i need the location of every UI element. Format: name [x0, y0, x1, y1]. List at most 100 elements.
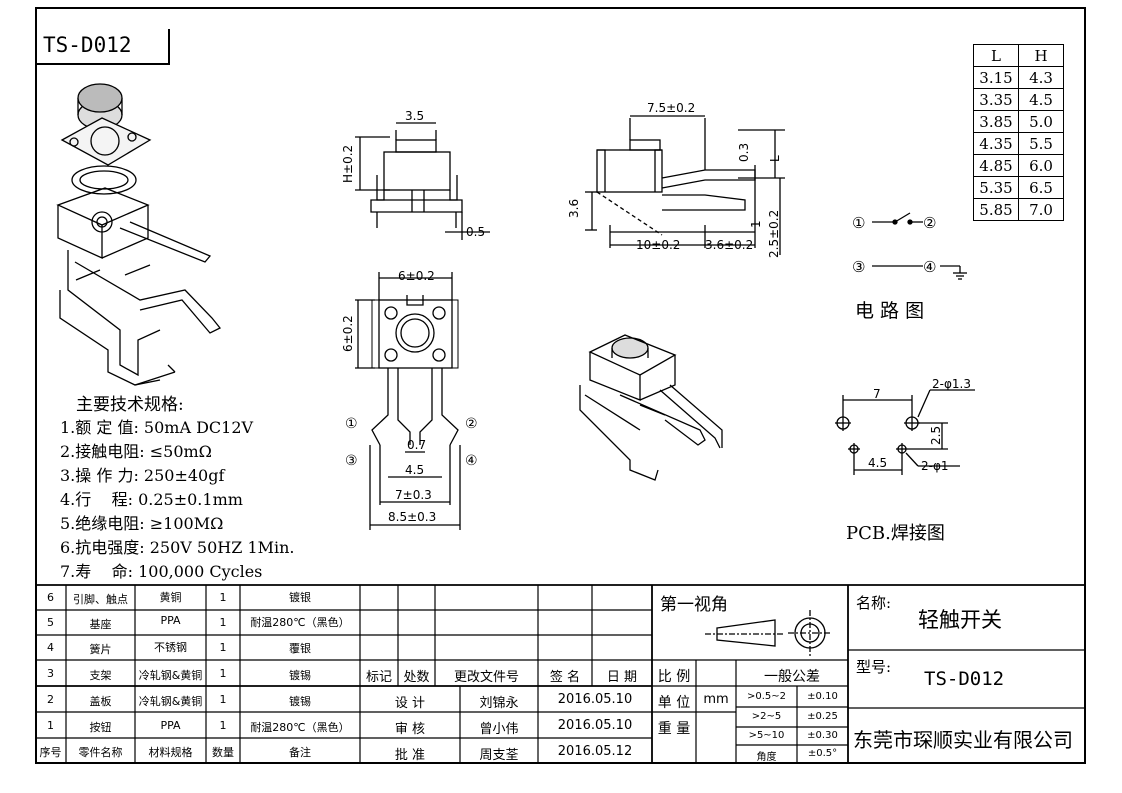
tolerance-title: 一般公差: [764, 669, 820, 685]
pcb-title: PCB.焊接图: [846, 523, 945, 544]
bom-no: 2: [47, 693, 54, 706]
name-value: 轻触开关: [918, 608, 1002, 632]
lh-header-h: H: [1018, 44, 1064, 67]
spec-item: 1.额 定 值: 50mA DC12V: [60, 418, 254, 437]
pcb-hole-big: 2-φ1.3: [932, 377, 971, 391]
company-name: 东莞市琛顺实业有限公司: [853, 728, 1073, 752]
table-row: L H: [973, 44, 1064, 67]
pcb-dim-45: 4.5: [868, 456, 887, 470]
dim-side-03: 0.3: [737, 143, 751, 162]
dim-h: H±0.2: [341, 145, 355, 183]
lh-cell: 5.5: [1018, 132, 1064, 155]
pin-label-2: ②: [465, 416, 478, 432]
pcb-dim-25: 2.5: [929, 426, 943, 445]
bom-no: 4: [47, 641, 54, 654]
circuit-diagram: [872, 212, 967, 280]
circuit-title: 电 路 图: [855, 300, 925, 322]
side-view: [585, 115, 785, 255]
bom-header-qty: 数量: [212, 746, 234, 759]
spec-item: 3.操 作 力: 250±40gf: [60, 466, 225, 485]
unit-label: 单 位: [657, 695, 691, 711]
name-label: 名称:: [856, 594, 892, 612]
bom-no: 3: [47, 667, 54, 680]
bom-note: 镀锡: [289, 695, 311, 708]
lh-cell: 6.0: [1018, 154, 1064, 177]
model-box: TS-D012: [35, 29, 170, 65]
bom-header-name: 零件名称: [78, 746, 123, 759]
pin-label-1: ①: [345, 416, 358, 432]
tol-range: >5~10: [748, 730, 785, 741]
rev-role: 设 计: [394, 696, 426, 711]
circuit-pin-2: ②: [923, 214, 936, 232]
spec-item: 5.绝缘电阻: ≥100MΩ: [60, 514, 224, 533]
bom-name: 引脚、触点: [73, 593, 128, 606]
bom-no: 6: [47, 591, 54, 604]
bom-mat: PPA: [160, 719, 181, 732]
isometric-view: [579, 334, 723, 481]
lh-cell: 4.3: [1018, 66, 1064, 89]
dim-side-36: 3.6: [567, 199, 581, 218]
dim-side-36b: 3.6±0.2: [705, 238, 753, 252]
weight-label: 重 量: [657, 721, 691, 737]
rev-label: 更改文件号: [453, 670, 519, 685]
bom-name: 支架: [89, 669, 112, 682]
tol-value: ±0.25: [807, 711, 838, 722]
bom-note: 镀锡: [289, 669, 311, 682]
dimension-texts: 3.5 H±0.2 0.5 7.5±0.2 0.3 L 3.6 1 2.5±0.…: [341, 101, 971, 524]
spec-item: 7.寿 命: 100,000 Cycles: [60, 562, 263, 581]
circuit-pin-1: ①: [852, 214, 865, 232]
tol-range: >2~5: [751, 711, 782, 722]
unit-value: mm: [703, 692, 729, 707]
front-view: [355, 122, 490, 240]
bom-mat: 不锈钢: [154, 641, 187, 654]
bom-qty: 1: [219, 667, 227, 680]
rev-date: 2016.05.10: [557, 718, 633, 733]
bom-header-note: 备注: [289, 746, 311, 759]
model-label: 型号:: [856, 658, 892, 676]
lh-cell: 4.5: [1018, 88, 1064, 111]
bom-mat: 黄铜: [159, 591, 182, 604]
rev-name: 曾小伟: [479, 722, 519, 737]
dim-plan-h: 6±0.2: [341, 315, 355, 352]
dim-plan-w: 6±0.2: [398, 269, 435, 283]
plan-view: [355, 272, 461, 530]
projection-label: 第一视角: [660, 595, 728, 615]
lh-cell: 6.5: [1018, 176, 1064, 199]
bom-name: 盖板: [89, 695, 112, 708]
lh-cell: 7.0: [1018, 198, 1064, 221]
bom-name: 基座: [89, 618, 112, 631]
spec-item: 4.行 程: 0.25±0.1mm: [60, 490, 243, 509]
dim-top-width: 3.5: [405, 109, 424, 123]
rev-name: 周支荃: [479, 748, 519, 763]
bom-no: 5: [47, 616, 54, 629]
pcb-dim-7: 7: [873, 387, 881, 401]
scale-label: 比 例: [657, 669, 691, 685]
model-value: TS-D012: [924, 668, 1005, 690]
bom-qty: 1: [219, 719, 227, 732]
pcb-hole-small: 2-φ1: [921, 459, 949, 473]
title-block-grid: [35, 584, 1086, 764]
bom-note: 覆银: [289, 642, 311, 655]
lh-cell: 5.0: [1018, 110, 1064, 133]
circuit-pin-4: ④: [923, 258, 936, 276]
rev-date: 2016.05.12: [557, 744, 633, 759]
dim-plan-07: 0.7: [407, 438, 426, 452]
bom-name: 按钮: [89, 721, 112, 734]
dim-side-25: 2.5±0.2: [767, 210, 781, 258]
rev-role: 审 核: [394, 722, 426, 737]
rev-label: 签 名: [549, 670, 581, 685]
dim-side-l: L: [768, 155, 782, 162]
pcb-footprint: [835, 389, 975, 475]
specs-heading: 主要技术规格:: [76, 395, 184, 415]
lh-cell: 5.85: [973, 198, 1019, 221]
circuit-pin-3: ③: [852, 258, 865, 276]
rev-label: 日 期: [606, 670, 638, 685]
bom-note: 耐温280℃（黑色）: [250, 616, 350, 629]
bom-mat: 冷轧钢&黄铜: [138, 669, 203, 682]
